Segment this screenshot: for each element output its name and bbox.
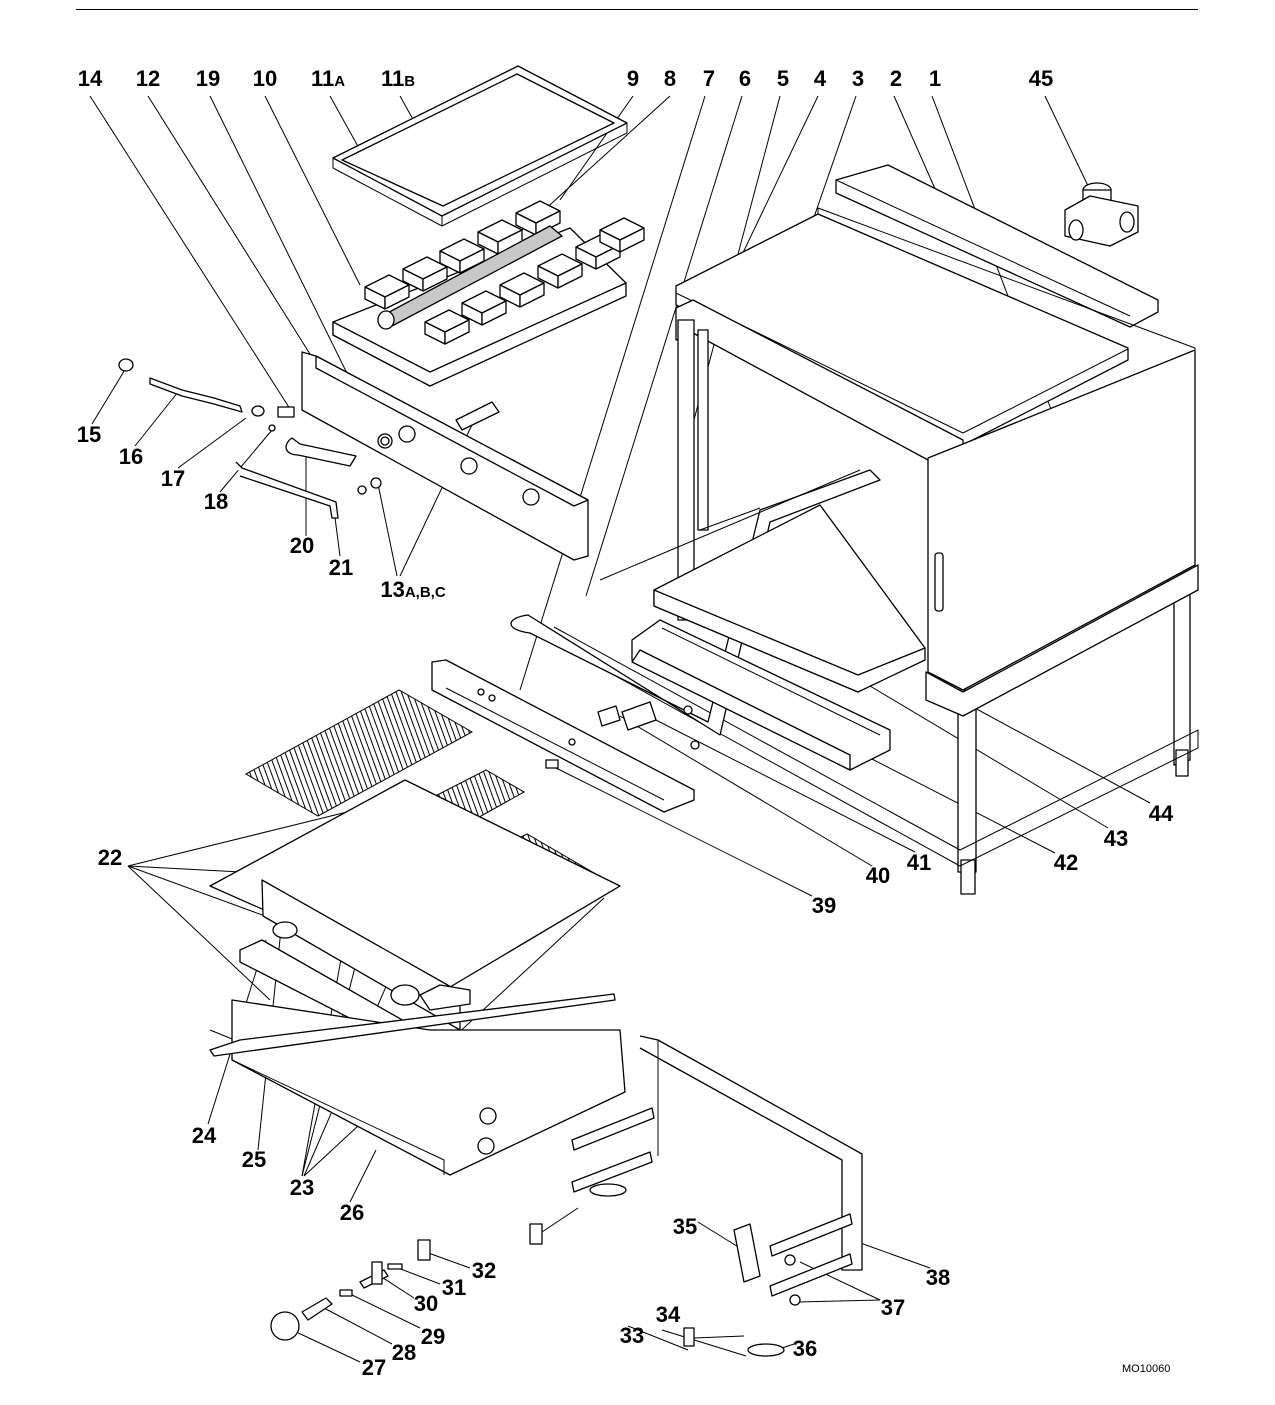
callout-11a: 11A xyxy=(310,66,346,91)
callout-19: 19 xyxy=(195,66,221,91)
gas-regulator-drawing xyxy=(1064,182,1139,247)
burner-bar-drawing xyxy=(431,659,695,813)
callout-21: 21 xyxy=(328,555,354,580)
callout-45: 45 xyxy=(1028,66,1054,91)
cabinet-drawing xyxy=(510,164,1199,895)
callout-16: 16 xyxy=(118,444,144,469)
callout-27: 27 xyxy=(361,1355,387,1380)
callout-17: 17 xyxy=(160,466,186,491)
drawing-number: MO10060 xyxy=(1122,1363,1171,1375)
top-rule xyxy=(76,9,1198,10)
lower-frame-drawing xyxy=(270,1035,863,1357)
callout-35: 35 xyxy=(672,1214,698,1239)
callout-5: 5 xyxy=(776,66,790,91)
callout-7: 7 xyxy=(702,66,716,91)
callout-24: 24 xyxy=(191,1123,217,1148)
burner-tray-drawing xyxy=(332,65,645,387)
callout-23: 23 xyxy=(289,1175,315,1200)
callout-18: 18 xyxy=(203,489,229,514)
callout-33: 33 xyxy=(619,1323,645,1348)
callout-3: 3 xyxy=(851,66,865,91)
callout-32: 32 xyxy=(471,1258,497,1283)
callout-31: 31 xyxy=(441,1275,467,1300)
callout-10: 10 xyxy=(252,66,278,91)
callout-9: 9 xyxy=(626,66,640,91)
callout-39: 39 xyxy=(811,893,837,918)
callout-12: 12 xyxy=(135,66,161,91)
callout-14: 14 xyxy=(77,66,103,91)
grill-assembly-drawing xyxy=(209,689,626,1176)
callout-41: 41 xyxy=(906,850,932,875)
callout-29: 29 xyxy=(420,1324,446,1349)
callout-22: 22 xyxy=(97,845,123,870)
callout-8: 8 xyxy=(663,66,677,91)
gas-line-parts-drawing xyxy=(118,358,382,519)
callout-28: 28 xyxy=(391,1340,417,1365)
callout-42: 42 xyxy=(1053,850,1079,875)
callout-6: 6 xyxy=(738,66,752,91)
callout-20: 20 xyxy=(289,533,315,558)
callout-38: 38 xyxy=(925,1265,951,1290)
callout-26: 26 xyxy=(339,1200,365,1225)
callout-4: 4 xyxy=(813,66,827,91)
callout-30: 30 xyxy=(413,1291,439,1316)
callout-43: 43 xyxy=(1103,826,1129,851)
callout-25: 25 xyxy=(241,1147,267,1172)
callout-37: 37 xyxy=(880,1295,906,1320)
callout-44: 44 xyxy=(1148,801,1174,826)
callout-11b: 11B xyxy=(380,66,416,91)
control-panel-drawing xyxy=(301,351,589,561)
callout-40: 40 xyxy=(865,863,891,888)
callout-34: 34 xyxy=(655,1302,681,1327)
callout-13abc: 13A,B,C xyxy=(380,577,446,602)
callout-36: 36 xyxy=(792,1336,818,1361)
callout-1: 1 xyxy=(928,66,942,91)
callout-2: 2 xyxy=(889,66,903,91)
callout-15: 15 xyxy=(76,422,102,447)
